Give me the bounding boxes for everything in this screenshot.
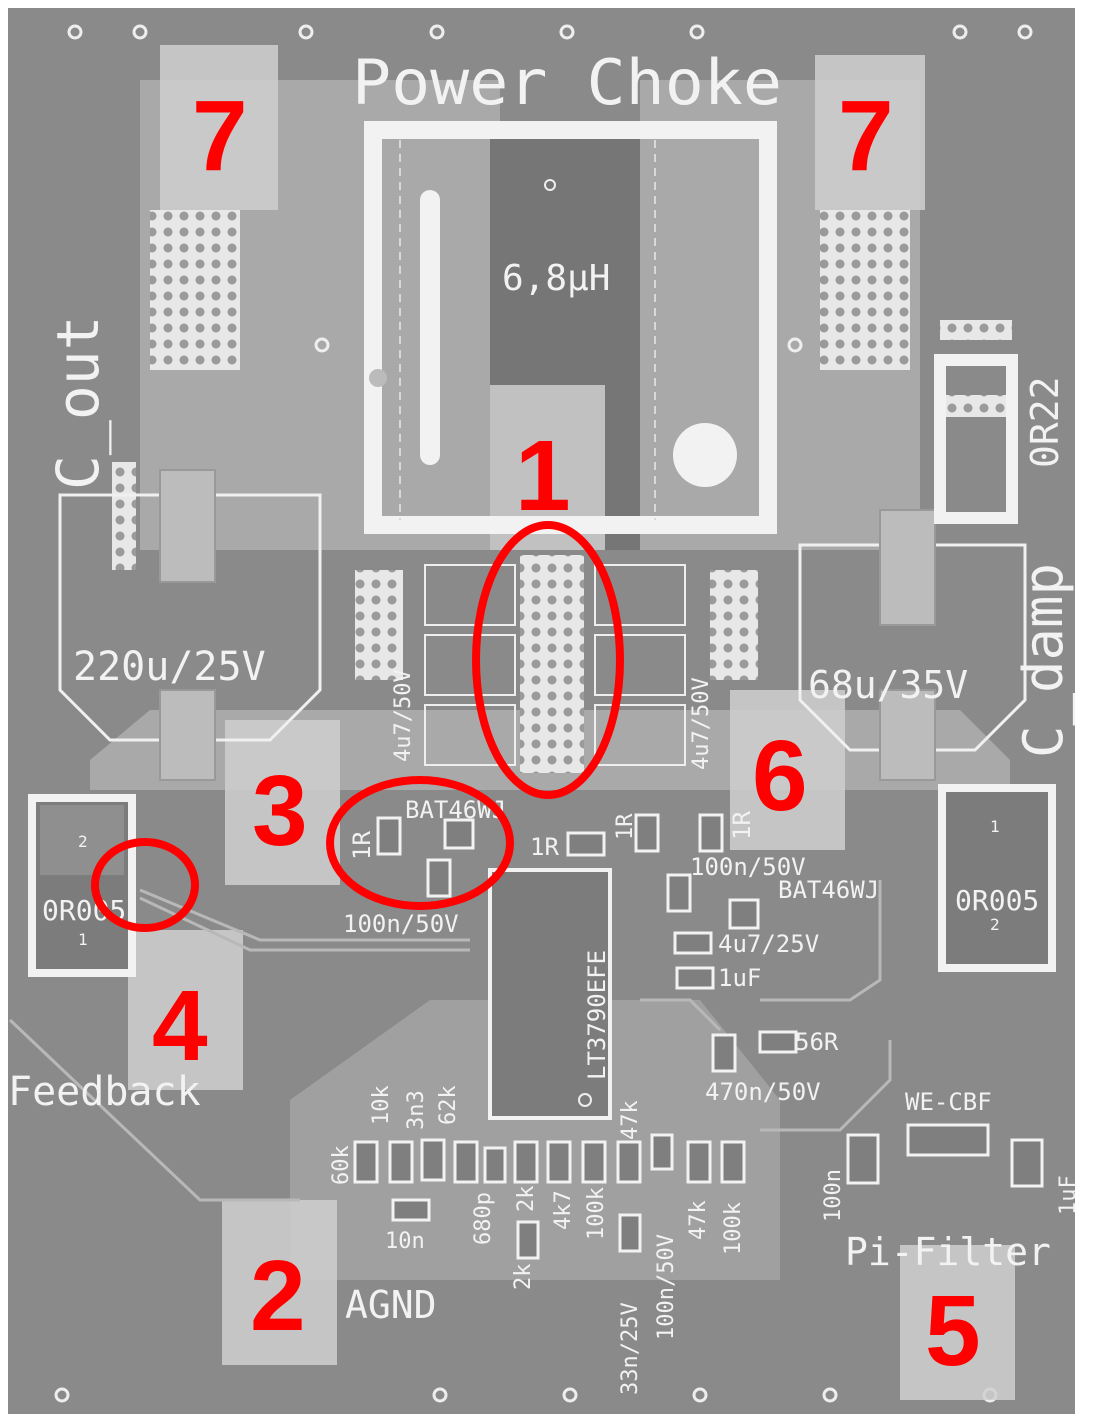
- comp-4u7-25v: 4u7/25V: [718, 930, 819, 958]
- comp-47k-b: 47k: [686, 1200, 711, 1240]
- choke-pad-circle: [673, 423, 737, 487]
- comp-2k-b: 2k: [511, 1264, 536, 1291]
- comp-1r-d: 1R: [728, 811, 756, 840]
- callout-7-right: 7: [838, 80, 894, 192]
- label-ic: LT3790EFE: [583, 950, 611, 1080]
- r-0r22-body: [934, 354, 1018, 524]
- input-cap-array: [424, 564, 686, 766]
- callout-7-left: 7: [192, 80, 248, 192]
- comp-1r-a: 1R: [348, 831, 376, 860]
- comp-1r-c: 1R: [613, 813, 638, 840]
- label-pad-1-left: 1: [78, 930, 88, 949]
- comp-10n: 10n: [385, 1229, 425, 1254]
- comp-56r: 56R: [795, 1028, 839, 1056]
- comp-100k-b: 100k: [721, 1202, 746, 1255]
- label-power-choke: Power Choke: [352, 46, 782, 119]
- comp-4k7: 4k7: [551, 1190, 576, 1230]
- comp-60k: 60k: [329, 1145, 354, 1185]
- comp-bat46-right: BAT46WJ: [778, 876, 879, 904]
- comp-100k-a: 100k: [584, 1187, 609, 1240]
- smd-components: [353, 813, 1044, 1260]
- comp-4u7-right: 4u7/50V: [689, 677, 714, 770]
- c-damp-outline: [798, 543, 1027, 752]
- comp-1uf-small: 1uF: [1056, 1175, 1081, 1215]
- via-arrays: [112, 210, 1012, 1047]
- ic-outline: [488, 868, 612, 1120]
- mounting-holes-top: [67, 24, 1033, 40]
- comp-1uf: 1uF: [718, 964, 761, 992]
- c-damp-pad-1: [879, 689, 936, 781]
- callout-3: 3: [252, 755, 308, 867]
- comp-100n-50v-bottom: 100n/50V: [654, 1234, 679, 1340]
- comp-62k: 62k: [436, 1085, 461, 1125]
- comp-3n3: 3n3: [404, 1090, 429, 1130]
- shunt-right-outline: [938, 784, 1056, 972]
- callout-5: 5: [925, 1275, 981, 1387]
- label-pad-1-right: 1: [990, 817, 1000, 836]
- label-c-out: C_out: [44, 315, 112, 490]
- comp-4u7-left: 4u7/50V: [391, 669, 416, 762]
- c-damp-pad-2: [879, 509, 936, 626]
- label-pad-2-left: 2: [78, 832, 88, 851]
- callout-4: 4: [152, 970, 208, 1082]
- label-pad-2-right: 2: [990, 915, 1000, 934]
- label-r-sense: 0R22: [1023, 376, 1067, 468]
- callout-6: 6: [752, 720, 808, 832]
- power-choke: [314, 121, 803, 534]
- comp-1r-b: 1R: [530, 833, 559, 861]
- label-inductance: 6,8µH: [502, 258, 610, 299]
- label-feedback: Feedback: [8, 1069, 201, 1115]
- label-c-damp-value: 68u/35V: [808, 663, 968, 707]
- callout-circles: [91, 521, 624, 932]
- label-pi-filter: Pi-Filter: [845, 1230, 1051, 1274]
- callout-1: 1: [515, 420, 571, 532]
- c-out-outline: [58, 493, 322, 742]
- comp-100n: 100n: [821, 1169, 846, 1222]
- shunt-left-top-pad: [40, 805, 124, 875]
- c-out-pad-2: [159, 469, 216, 583]
- comp-470n: 470n/50V: [705, 1078, 821, 1106]
- label-shunt-right: 0R005: [955, 884, 1039, 917]
- comp-33n: 33n/25V: [618, 1302, 643, 1395]
- comp-680p: 680p: [471, 1192, 496, 1245]
- comp-47k-a: 47k: [618, 1100, 643, 1140]
- board-right-strip: [1075, 8, 1093, 1414]
- highlight-regions: [128, 45, 1015, 1400]
- c-out-pad-1: [159, 689, 216, 781]
- comp-2k-a: 2k: [514, 1186, 539, 1213]
- label-c-out-value: 220u/25V: [73, 644, 266, 690]
- comp-100n-50v-right: 100n/50V: [690, 853, 806, 881]
- comp-10k: 10k: [369, 1085, 394, 1125]
- callout-2: 2: [250, 1240, 306, 1352]
- label-c-damp: C_damp: [1012, 563, 1075, 758]
- comp-100n-50v-left: 100n/50V: [343, 910, 459, 938]
- label-agnd: AGND: [345, 1283, 437, 1327]
- label-we-cbf: WE-CBF: [905, 1088, 992, 1116]
